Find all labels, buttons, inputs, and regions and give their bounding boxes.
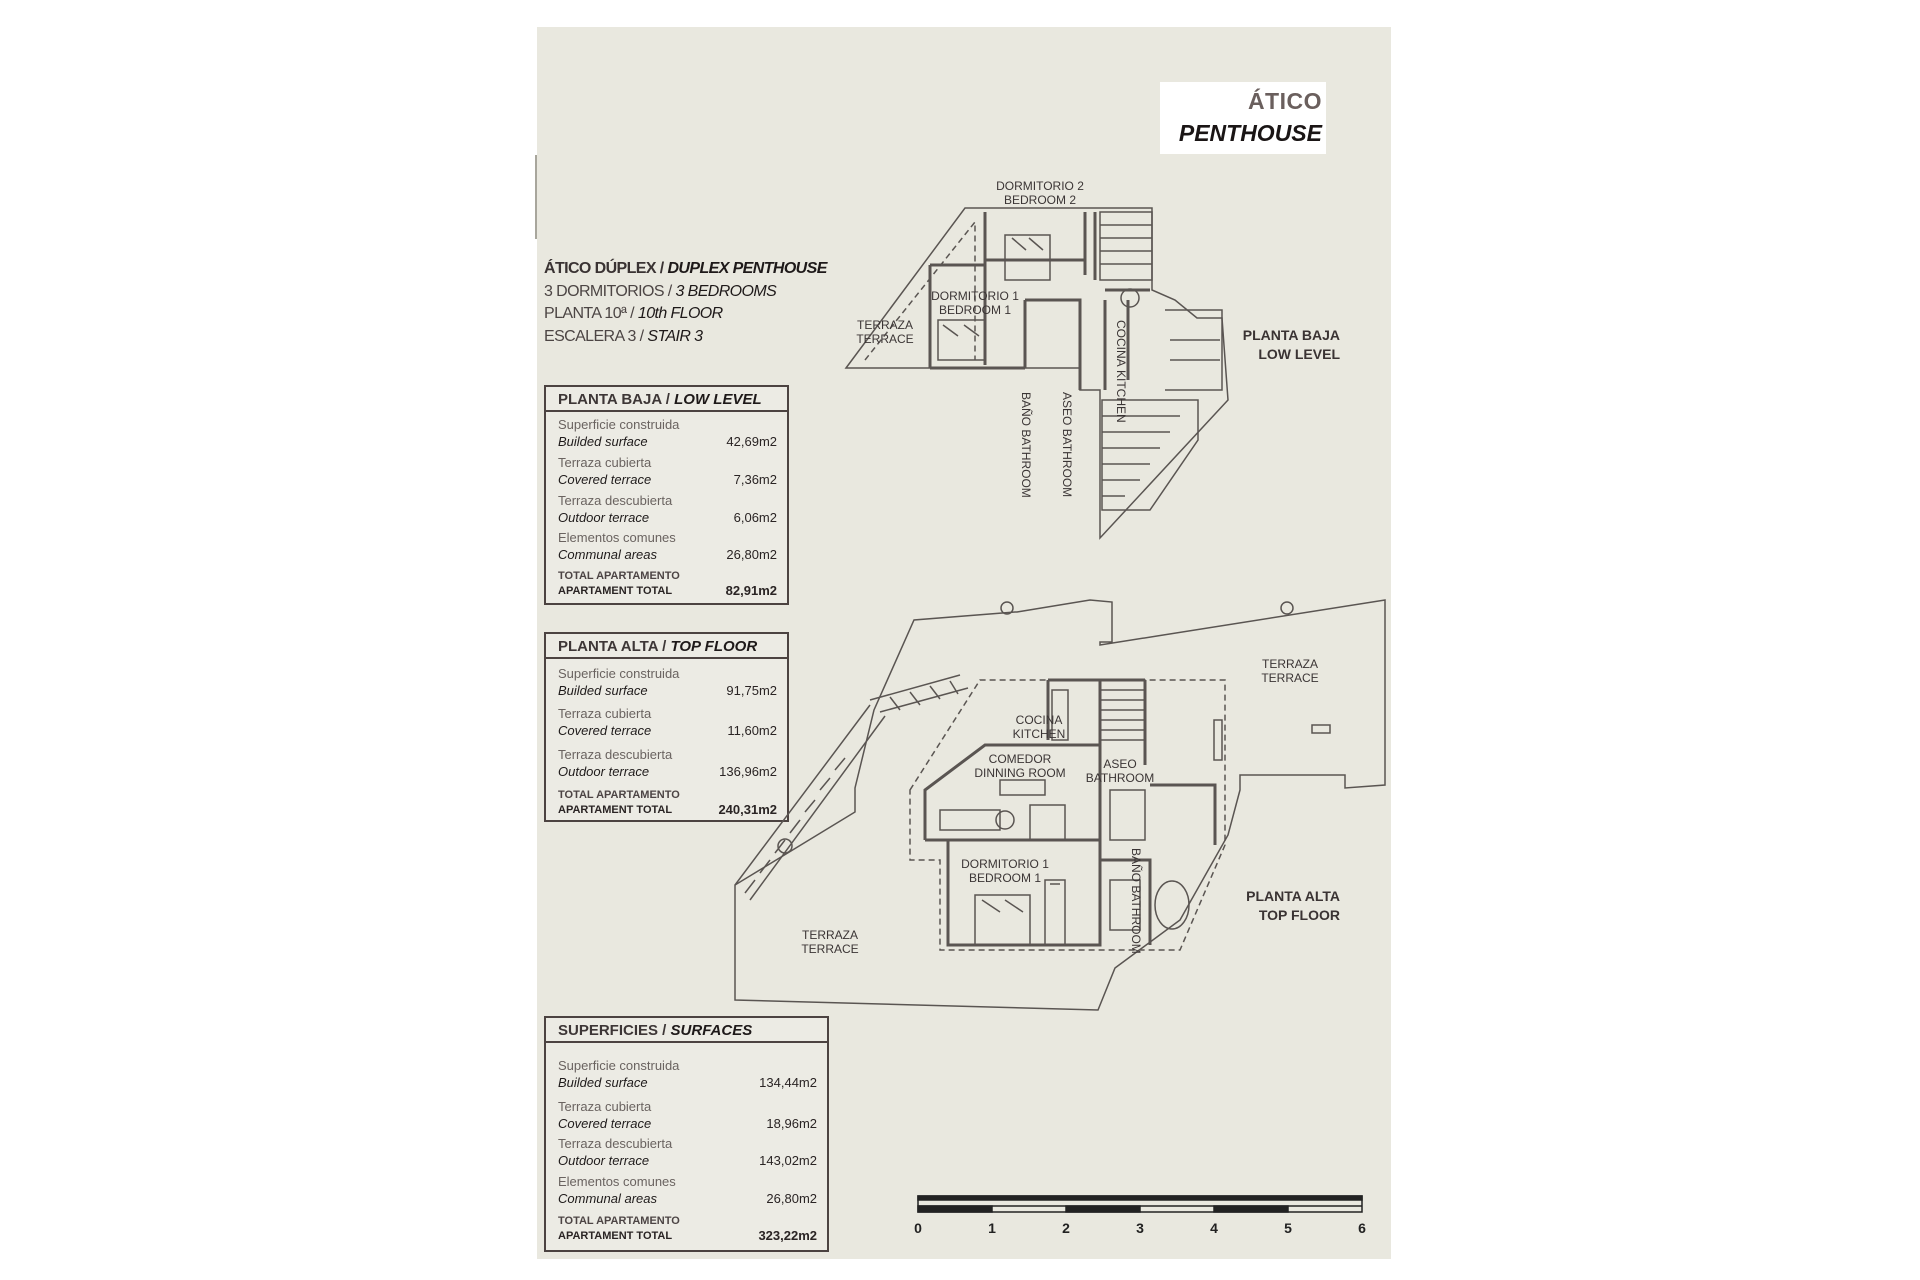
unit-stair: ESCALERA 3 / STAIR 3 [544, 327, 703, 345]
scale-segment [917, 1205, 993, 1213]
low-kitchen-label: COCINA KITCHEN [1114, 320, 1128, 423]
scale-tick-label: 4 [1210, 1220, 1218, 1236]
low-level-surface-table: PLANTA BAJA / LOW LEVEL Superficie const… [544, 385, 789, 605]
scale-tick-label: 5 [1284, 1220, 1292, 1236]
top-stair [1099, 689, 1146, 741]
scale-tick-label: 0 [914, 1220, 922, 1236]
top-bath-label: BAÑO BATHROOM [1129, 848, 1143, 954]
scale-segment [1213, 1205, 1289, 1213]
top-wardrobe [1044, 879, 1066, 946]
low-wall-bedroom2 [983, 212, 1097, 365]
unit-bedrooms: 3 DORMITORIOS / 3 BEDROOMS [544, 282, 777, 300]
title-english: PENTHOUSE [1178, 120, 1322, 146]
low-level-outline [844, 207, 1229, 540]
top-door-mark [777, 838, 793, 854]
top-terrace-rail-left [734, 704, 886, 901]
scale-tick-label: 6 [1358, 1220, 1366, 1236]
table-header: SUPERFICIES / SURFACES [546, 1018, 827, 1043]
top-door-mark [1000, 601, 1014, 615]
low-balcony [1165, 309, 1223, 391]
table-header: PLANTA ALTA / TOP FLOOR [546, 634, 787, 659]
low-door-mark [1120, 288, 1140, 308]
unit-type: ÁTICO DÚPLEX / DUPLEX PENTHOUSE [544, 260, 827, 277]
unit-floor: PLANTA 10ª / 10th FLOOR [544, 305, 723, 322]
low-bed-1 [937, 319, 986, 361]
top-dining-round [995, 810, 1015, 830]
margin-rule [535, 155, 537, 239]
table-header: PLANTA BAJA / LOW LEVEL [546, 387, 787, 412]
top-floor-surface-table: PLANTA ALTA / TOP FLOOR Superficie const… [544, 632, 789, 822]
top-terrace-rail-upper [869, 674, 969, 713]
title-box: ÁTICO PENTHOUSE [1160, 82, 1326, 154]
top-floor-outline [734, 599, 1386, 1011]
top-terrace-fixture [1213, 719, 1331, 761]
top-dining-table [999, 779, 1066, 841]
low-toilet-label: ASEO BATHROOM [1060, 392, 1074, 498]
top-bathtub [1154, 880, 1190, 930]
low-stair-top [1099, 211, 1153, 281]
scale-tick-label: 2 [1062, 1220, 1070, 1236]
total-surfaces-table: SUPERFICIES / SURFACES Superficie constr… [544, 1016, 829, 1252]
top-kitchen-counter [939, 689, 1069, 831]
low-wall-bedroom1 [928, 263, 1027, 370]
unit-summary: ÁTICO DÚPLEX / DUPLEX PENTHOUSE 3 DORMIT… [544, 258, 827, 348]
top-door-mark [1280, 601, 1294, 615]
low-level-plan [844, 207, 1229, 540]
low-stair-bottom [1101, 399, 1199, 511]
low-wall-core [1025, 288, 1150, 390]
scale-segment [1065, 1205, 1141, 1213]
scale-tick-label: 3 [1136, 1220, 1144, 1236]
top-bath-block [1109, 789, 1146, 931]
scale-bar-top-band [917, 1195, 1363, 1201]
low-bed-2 [1004, 234, 1051, 281]
scale-tick-label: 1 [988, 1220, 996, 1236]
title-spanish: ÁTICO [1247, 88, 1322, 114]
top-floor-plan [734, 599, 1386, 1011]
top-bed [974, 894, 1031, 946]
top-interior-walls [923, 678, 1217, 947]
scale-bar [917, 1195, 1363, 1213]
low-bath-label: BAÑO BATHROOM [1019, 392, 1033, 498]
